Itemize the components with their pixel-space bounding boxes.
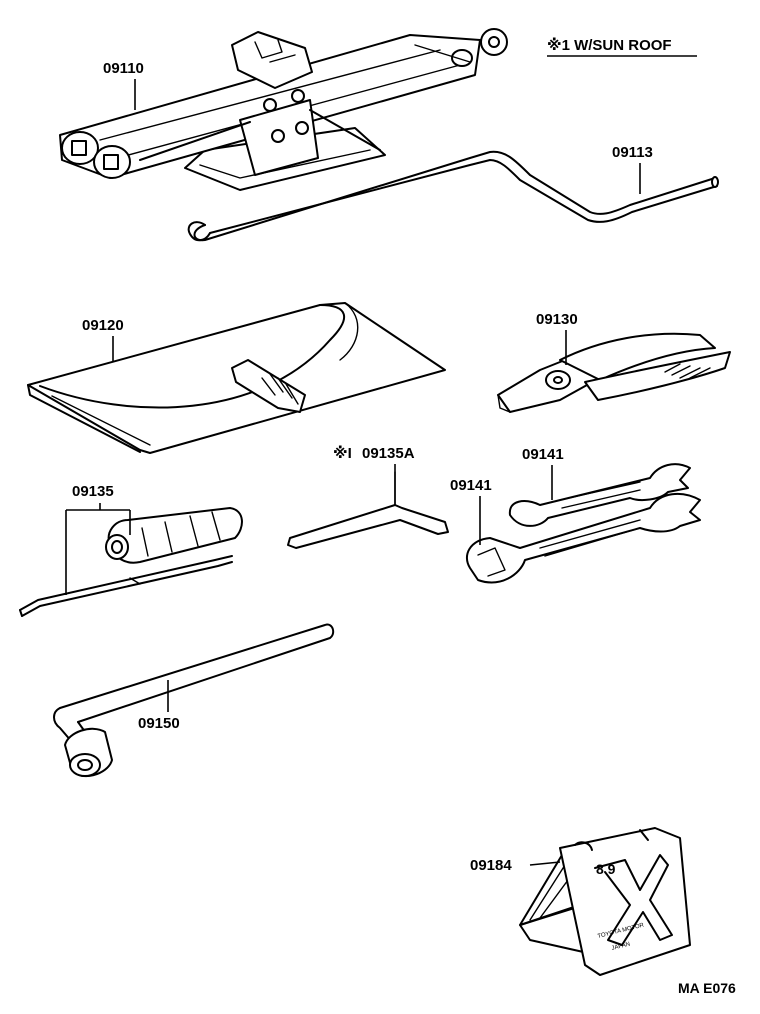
jack-handle-illustration: [187, 150, 719, 242]
offset-screwdriver-prefix: ※I: [333, 444, 352, 462]
offset-screwdriver-illustration: [287, 471, 449, 549]
wrench-labels-group: 09141 09141: [450, 446, 564, 545]
tool-bag-part-number: 09120: [82, 317, 124, 334]
lug-wrench-label-group: 09150: [138, 680, 180, 732]
chock-marks-stamp: 8 9: [596, 861, 616, 877]
jack-handle-part-number: 09113: [612, 144, 653, 161]
offset-screwdriver-part-number: 09135A: [362, 445, 415, 462]
jack-label-group: 09110: [103, 60, 144, 110]
wheel-chock-illustration: TOYOTA MOTOR JAPAN 8 9: [519, 827, 691, 976]
chock-origin-stamp: JAPAN: [611, 942, 631, 952]
wrench-lower-part-number: 09141: [450, 477, 492, 494]
screwdriver-illustration: [19, 507, 243, 617]
screwdriver-label-group: 09135: [65, 483, 131, 595]
sunroof-note-text: ※1 W/SUN ROOF: [547, 36, 672, 54]
jack-handle-label-group: 09113: [612, 144, 653, 194]
wrench-lower-illustration: [465, 492, 701, 584]
drawing-code: MA E076: [678, 980, 736, 996]
wheel-chock-label-group: 09184: [470, 857, 561, 874]
wheel-chock-part-number: 09184: [470, 857, 512, 874]
jack-illustration: [59, 28, 508, 191]
tool-bag-illustration: [27, 302, 446, 454]
pliers-illustration: [497, 332, 731, 413]
jack-part-number: 09110: [103, 60, 144, 77]
lug-wrench-illustration: [53, 623, 335, 778]
wrench-upper-part-number: 09141: [522, 446, 564, 463]
pliers-label-group: 09130: [536, 311, 578, 365]
pliers-part-number: 09130: [536, 311, 578, 328]
offset-screwdriver-label-group: ※I 09135A: [333, 444, 415, 505]
lug-wrench-part-number: 09150: [138, 715, 180, 732]
tool-bag-label-group: 09120: [82, 317, 124, 362]
screwdriver-part-number: 09135: [72, 483, 114, 500]
sunroof-note: ※1 W/SUN ROOF: [547, 36, 697, 57]
wrench-upper-illustration: [508, 463, 691, 527]
